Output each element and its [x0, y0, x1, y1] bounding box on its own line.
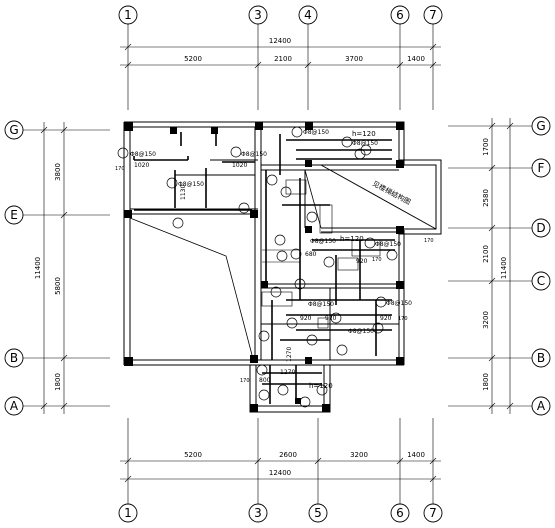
- dim-right: 2580: [482, 189, 490, 207]
- axis-label: 5: [314, 506, 322, 520]
- edge-length: 170: [424, 238, 434, 244]
- bar-length: 680: [305, 251, 317, 258]
- detail-lines: [261, 179, 381, 329]
- axis-label: 6: [396, 506, 404, 520]
- stair-note: 见楼梯结构图: [371, 179, 412, 207]
- axis-label: G: [9, 123, 18, 137]
- rebar-spec: Φ8@150: [241, 151, 267, 158]
- bar-length: 920: [380, 315, 392, 322]
- axis-label: C: [537, 274, 545, 288]
- bar-length: 1130: [180, 185, 187, 200]
- slab-thickness: h=120: [309, 382, 333, 390]
- axis-label: B: [10, 351, 18, 365]
- dim-right: 3200: [482, 311, 490, 329]
- axis-label: 3: [254, 506, 262, 520]
- dim-total-right: 11400: [500, 257, 508, 279]
- edge-length: 170: [372, 257, 382, 263]
- dim-bottom: 3200: [350, 451, 368, 459]
- dimension-texts: 12400 5200 2100 3700 1400 5200 2600 3200…: [34, 37, 508, 477]
- rebar-spec: Φ8@150: [178, 181, 204, 188]
- axis-label: E: [10, 208, 18, 222]
- dim-bottom: 1400: [407, 451, 425, 459]
- dim-left: 5800: [54, 277, 62, 295]
- dimension-lines: [40, 43, 514, 483]
- dim-top: 1400: [407, 55, 425, 63]
- dim-left: 1800: [54, 373, 62, 391]
- bar-length: 920: [356, 258, 368, 265]
- dim-top: 3700: [345, 55, 363, 63]
- opening-diagonals: [129, 169, 322, 356]
- axis-label: 4: [304, 8, 312, 22]
- dim-bottom: 5200: [184, 451, 202, 459]
- rebar-spec: Φ8@150: [375, 241, 401, 248]
- axis-label: 6: [396, 8, 404, 22]
- dim-right: 1700: [482, 138, 490, 156]
- axis-label: B: [537, 351, 545, 365]
- axis-labels-top: 1 3 4 6 7: [124, 8, 437, 22]
- axis-bubbles-bottom: [118, 503, 443, 523]
- dim-right: 2100: [482, 245, 490, 263]
- grid-lines: [23, 24, 532, 504]
- axis-label: 1: [124, 506, 132, 520]
- section-marks: [117, 126, 398, 408]
- rebar-spec: Φ8@150: [386, 300, 412, 307]
- bar-length: 920: [300, 315, 312, 322]
- rebar-spec: Φ8@150: [352, 140, 378, 147]
- axis-bubbles-top: [118, 5, 443, 25]
- annotation-texts: 见楼梯结构图 h=120 h=120 h=120 Φ8@150 Φ8@150 Φ…: [115, 129, 434, 390]
- dim-total-left: 11400: [34, 257, 42, 279]
- rebar-spec: Φ8@150: [130, 151, 156, 158]
- rebar-spec: Φ8@150: [303, 129, 329, 136]
- axis-label: A: [537, 399, 546, 413]
- axis-label: 1: [124, 8, 132, 22]
- bar-length: 800: [259, 377, 271, 384]
- dim-left: 3800: [54, 163, 62, 181]
- rebar-lines: [133, 132, 395, 404]
- axis-labels-left: G E B A: [9, 123, 19, 413]
- columns: [124, 122, 404, 412]
- axis-labels-right: G F D C B A: [536, 119, 546, 413]
- dim-total-bottom: 12400: [269, 469, 291, 477]
- axis-label: D: [536, 221, 545, 235]
- slab-thickness: h=120: [340, 235, 364, 243]
- rebar-spec: Φ8@150: [308, 301, 334, 308]
- bar-length: 1270: [280, 369, 295, 376]
- axis-label: G: [536, 119, 545, 133]
- axis-label: 3: [254, 8, 262, 22]
- axis-bubbles-left: [4, 120, 24, 416]
- bar-length: 1020: [232, 162, 247, 169]
- axis-label: 7: [429, 8, 437, 22]
- dim-total-top: 12400: [269, 37, 291, 45]
- slab-thickness: h=120: [352, 130, 376, 138]
- rebar-spec: Φ8@150: [348, 328, 374, 335]
- dim-right: 1800: [482, 373, 490, 391]
- axis-label: 7: [429, 506, 437, 520]
- bar-length: 1020: [134, 162, 149, 169]
- dim-top: 5200: [184, 55, 202, 63]
- rebar-spec: Φ8@150: [310, 238, 336, 245]
- edge-length: 170: [398, 316, 408, 322]
- edge-length: 170: [115, 166, 125, 172]
- edge-length: 170: [240, 378, 250, 384]
- bar-length: 920: [325, 315, 337, 322]
- axis-labels-bottom: 1 3 5 6 7: [124, 506, 437, 520]
- dim-top: 2100: [274, 55, 292, 63]
- axis-label: A: [10, 399, 19, 413]
- bar-length: 1270: [286, 347, 293, 362]
- dim-bottom: 2600: [279, 451, 297, 459]
- axis-label: F: [538, 161, 545, 175]
